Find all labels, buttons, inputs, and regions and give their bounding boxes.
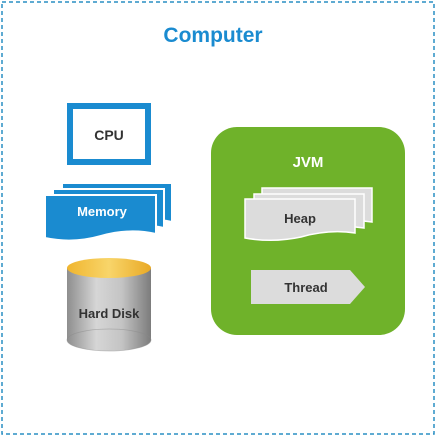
cpu-box: CPU	[67, 103, 151, 165]
hard-disk-label: Hard Disk	[79, 306, 140, 321]
heap-stack: Heap	[244, 187, 373, 241]
computer-title: Computer	[163, 24, 262, 47]
memory-stack: Memory	[44, 182, 173, 242]
memory-label: Memory	[77, 204, 128, 219]
hard-disk: Hard Disk	[66, 258, 152, 352]
hard-disk-top	[67, 258, 151, 278]
memory-sheet-front	[44, 194, 157, 242]
jvm-title: JVM	[293, 154, 324, 171]
hard-disk-bottom-edge	[66, 328, 152, 352]
cpu-label: CPU	[94, 127, 124, 143]
jvm-container: JVM Heap Thread	[211, 127, 405, 335]
heap-sheet-front	[244, 198, 356, 241]
thread-arrow: Thread	[251, 270, 365, 304]
thread-label: Thread	[284, 280, 327, 295]
heap-label: Heap	[284, 211, 316, 226]
